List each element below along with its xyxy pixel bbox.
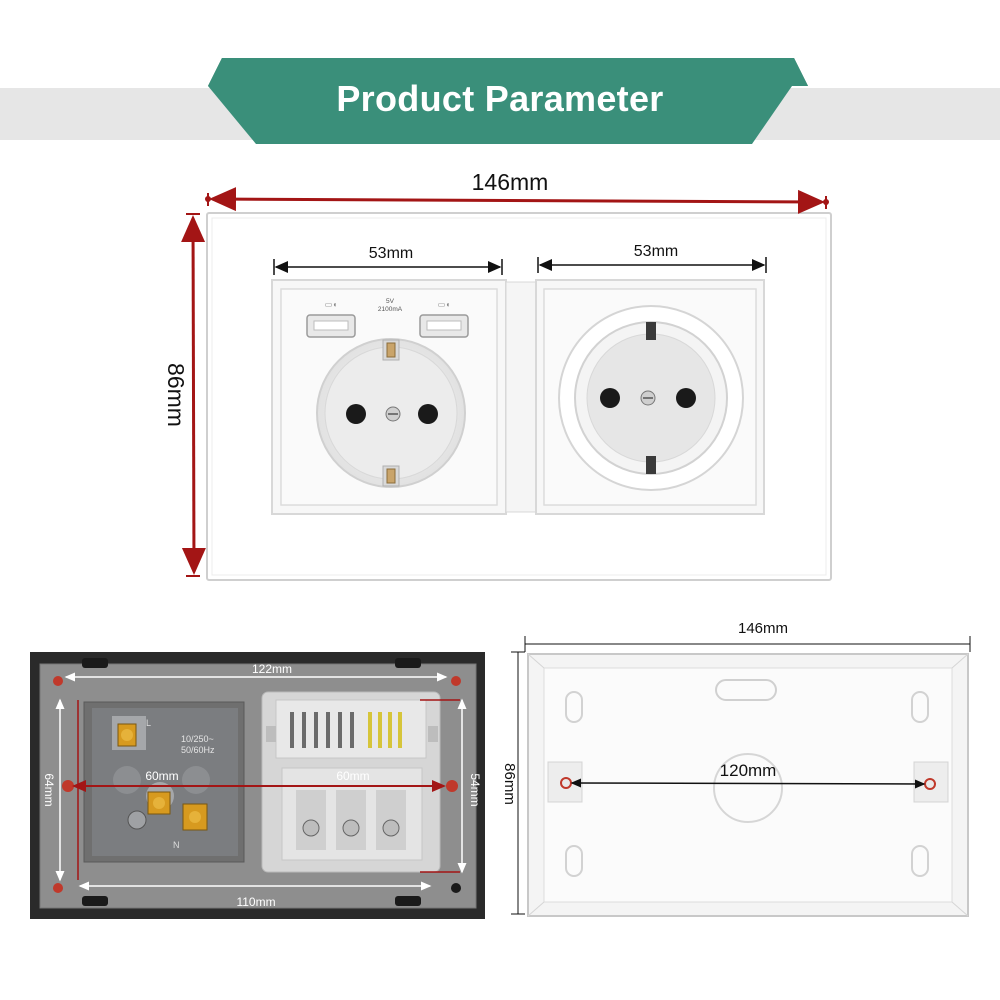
back-left-center-label: 60mm xyxy=(145,769,178,783)
left-module-width-label: 53mm xyxy=(369,245,413,262)
back-view-drawing: L N 10/250~ 50/60Hz 122mm 110mm xyxy=(30,652,485,919)
back-right-height-label: 54mm xyxy=(468,773,482,806)
usb-port-left xyxy=(306,314,356,338)
socket-rating-line-1: 10/250~ xyxy=(181,734,214,744)
back-left-height-label: 64mm xyxy=(42,773,56,806)
front-view-drawing: ▭◖ ▭◖ 5V 2100mA 146mm 53mm 53mm 8 xyxy=(163,169,832,581)
back-bottom-label: 110mm xyxy=(236,895,275,909)
overall-width-dimension xyxy=(209,187,825,214)
box-width-label: 146mm xyxy=(738,620,788,637)
banner-title: Product Parameter xyxy=(336,78,664,119)
schuko-outlet-right xyxy=(558,305,744,491)
box-height-label: 86mm xyxy=(501,763,518,805)
screw-left xyxy=(560,777,572,789)
mounting-box-drawing: 146mm 86mm 120mm xyxy=(501,620,971,917)
front-height-label: 86mm xyxy=(163,363,189,427)
right-module-width-label: 53mm xyxy=(634,243,678,260)
terminal-letter-n: N xyxy=(173,840,180,850)
usb-icon-left: ▭◖ xyxy=(325,300,337,309)
usb-icon-right: ▭◖ xyxy=(438,300,450,309)
screw-spacing-dimension xyxy=(570,778,926,789)
schuko-outlet-left xyxy=(316,338,466,488)
overall-height-dimension xyxy=(181,215,206,575)
back-right-center-label: 60mm xyxy=(336,769,369,783)
socket-rating-line-2: 50/60Hz xyxy=(181,745,215,755)
title-banner xyxy=(208,58,808,144)
terminal-letter-l: L xyxy=(146,718,151,728)
usb-port-right xyxy=(419,314,469,338)
usb-spec-line-1: 5V xyxy=(386,298,395,305)
screw-right xyxy=(924,778,936,790)
back-top-label: 122mm xyxy=(252,662,292,676)
usb-spec-line-2: 2100mA xyxy=(378,306,403,313)
screw-spacing-label: 120mm xyxy=(720,761,777,780)
front-width-label: 146mm xyxy=(472,169,549,195)
